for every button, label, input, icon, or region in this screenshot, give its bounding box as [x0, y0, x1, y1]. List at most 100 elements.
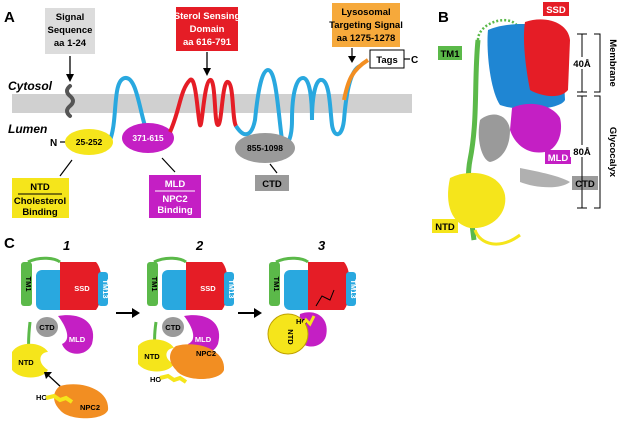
cholesterol-molecule-2	[159, 373, 188, 384]
npc2-label-2: NPC2	[196, 349, 216, 358]
tm1-linker-2	[153, 256, 187, 264]
ssd-line-2: Domain	[190, 24, 225, 35]
npc2-label: NPC2	[80, 403, 100, 412]
step-3: TM1 TM13 NTD HO	[267, 256, 358, 355]
mld-tag	[545, 150, 571, 164]
tm13-label-3: TM13	[349, 279, 358, 298]
step-1-label: 1	[63, 238, 70, 253]
ctd-box-label: CTD	[262, 179, 282, 190]
cholesterol-in-ssd	[315, 289, 335, 307]
glycocalyx-label: Glycocalyx	[607, 127, 617, 178]
ssd-block-2	[186, 262, 228, 310]
cholesterol-ho-2: HO	[150, 375, 161, 384]
membrane-label: Membrane	[607, 39, 617, 87]
panel-a: A Cytosol Lumen Signal Sequence aa 1-24 …	[4, 3, 418, 218]
mld-domain	[122, 123, 174, 153]
signal-peptide-squiggle	[65, 84, 75, 118]
npc2-approach-arrow-head	[44, 372, 52, 379]
tm1-linker-3	[275, 256, 309, 264]
panel-a-label: A	[4, 9, 15, 26]
n-terminus: N	[50, 138, 57, 149]
ssd-box	[176, 7, 238, 51]
membrane-dim-bg	[570, 57, 594, 69]
cytosol-label: Cytosol	[8, 79, 53, 93]
tm13-label: TM13	[101, 279, 110, 298]
mld-arrow	[161, 157, 176, 173]
ssd-line-1: Sterol Sensing	[174, 11, 241, 22]
cholesterol-ho-3: HO	[296, 317, 307, 326]
tm1-label-2: TM1	[150, 277, 159, 292]
panel-c: C 1 2 3 TM1 SSD TM13 CTD MLD NTD NPC2 H	[4, 235, 358, 419]
ntd-label: NTD	[18, 358, 34, 367]
lysosomal-line-1: Lysosomal	[341, 7, 390, 18]
ntd-box-sub-1: Cholesterol	[14, 196, 66, 207]
signal-arrow-head	[66, 74, 74, 82]
ssd-label-2: SSD	[200, 284, 216, 293]
ntd-structure	[448, 172, 506, 229]
glycocalyx-dim-label: 80Å	[573, 147, 591, 158]
tm13-helix-3	[346, 272, 356, 306]
tm13-helix-2	[224, 272, 234, 306]
tm-loop-1	[108, 76, 152, 141]
mld-tag-label: MLD	[548, 153, 569, 164]
ctd-tag-label: CTD	[575, 179, 595, 190]
tm1-label-3: TM1	[272, 277, 281, 292]
mld-label-2: MLD	[195, 335, 212, 344]
ssd-helices	[168, 77, 238, 133]
ctd-structure	[478, 114, 510, 162]
ntd-tag	[432, 219, 458, 233]
tm-loop-2	[234, 67, 284, 141]
tm1-helix-3	[269, 262, 280, 306]
ntd-domain	[65, 129, 113, 155]
ctd-blob	[36, 317, 58, 337]
lumen-label: Lumen	[8, 122, 47, 136]
ntd-tag-label: NTD	[435, 222, 455, 233]
membrane-bracket	[594, 33, 601, 93]
ctd-arrow	[269, 163, 278, 174]
mld-range: 371-615	[132, 133, 163, 143]
ctd-domain	[235, 133, 295, 163]
step-1: TM1 SSD TM13 CTD MLD NTD NPC2 HO	[12, 256, 110, 419]
tm13-label-2: TM13	[227, 279, 236, 298]
glycocalyx-dim-bg	[570, 145, 594, 157]
npc2-blob-2	[170, 344, 225, 379]
tm1-helix-2	[147, 262, 158, 306]
step-2-label: 2	[195, 238, 204, 253]
glycocalyx-bracket	[594, 95, 601, 209]
step-arrow-2-head	[254, 308, 262, 318]
lysosomal-box	[332, 3, 400, 47]
step-arrow-1-head	[132, 308, 140, 318]
tm1-helix	[21, 262, 32, 306]
signal-line-1: Signal	[56, 12, 85, 23]
mld-box-sub-2: Binding	[157, 205, 193, 216]
ntd-arrow	[59, 159, 73, 177]
mld-box-sub-1: NPC2	[162, 194, 187, 205]
ctd-label-2: CTD	[165, 323, 181, 332]
ssd-block	[60, 262, 102, 310]
cholesterol-ho: HO	[36, 393, 47, 402]
lysosomal-arrow-head	[348, 56, 356, 63]
ntd-range: 25-252	[76, 137, 103, 147]
ssd-arrow-head	[203, 68, 211, 76]
lysosomal-line-3: aa 1275-1278	[337, 33, 396, 44]
ctd-blob-2	[162, 317, 184, 337]
ssd-line-3: aa 616-791	[183, 37, 232, 48]
cholesterol-molecule-3	[300, 315, 316, 327]
ntd-label-2: NTD	[144, 352, 160, 361]
signal-sequence-box	[45, 8, 95, 54]
signal-line-2: Sequence	[48, 25, 93, 36]
mld-blob	[58, 315, 94, 354]
lysosomal-tail	[342, 58, 370, 101]
step-2: TM1 SSD TM13 CTD MLD NTD NPC2 HO	[138, 256, 236, 384]
c-terminus: C	[411, 55, 418, 66]
ntd-label-3: NTD	[286, 329, 295, 345]
membrane-dim-label: 40Å	[573, 59, 591, 70]
ntd-blob	[12, 343, 48, 378]
npc2-approach-arrow	[47, 374, 63, 389]
step-3-label: 3	[318, 238, 326, 253]
npc2-blob	[54, 384, 109, 419]
panel-c-label: C	[4, 235, 15, 252]
tm1-label: TM1	[24, 277, 33, 292]
ssd-label: SSD	[74, 284, 90, 293]
